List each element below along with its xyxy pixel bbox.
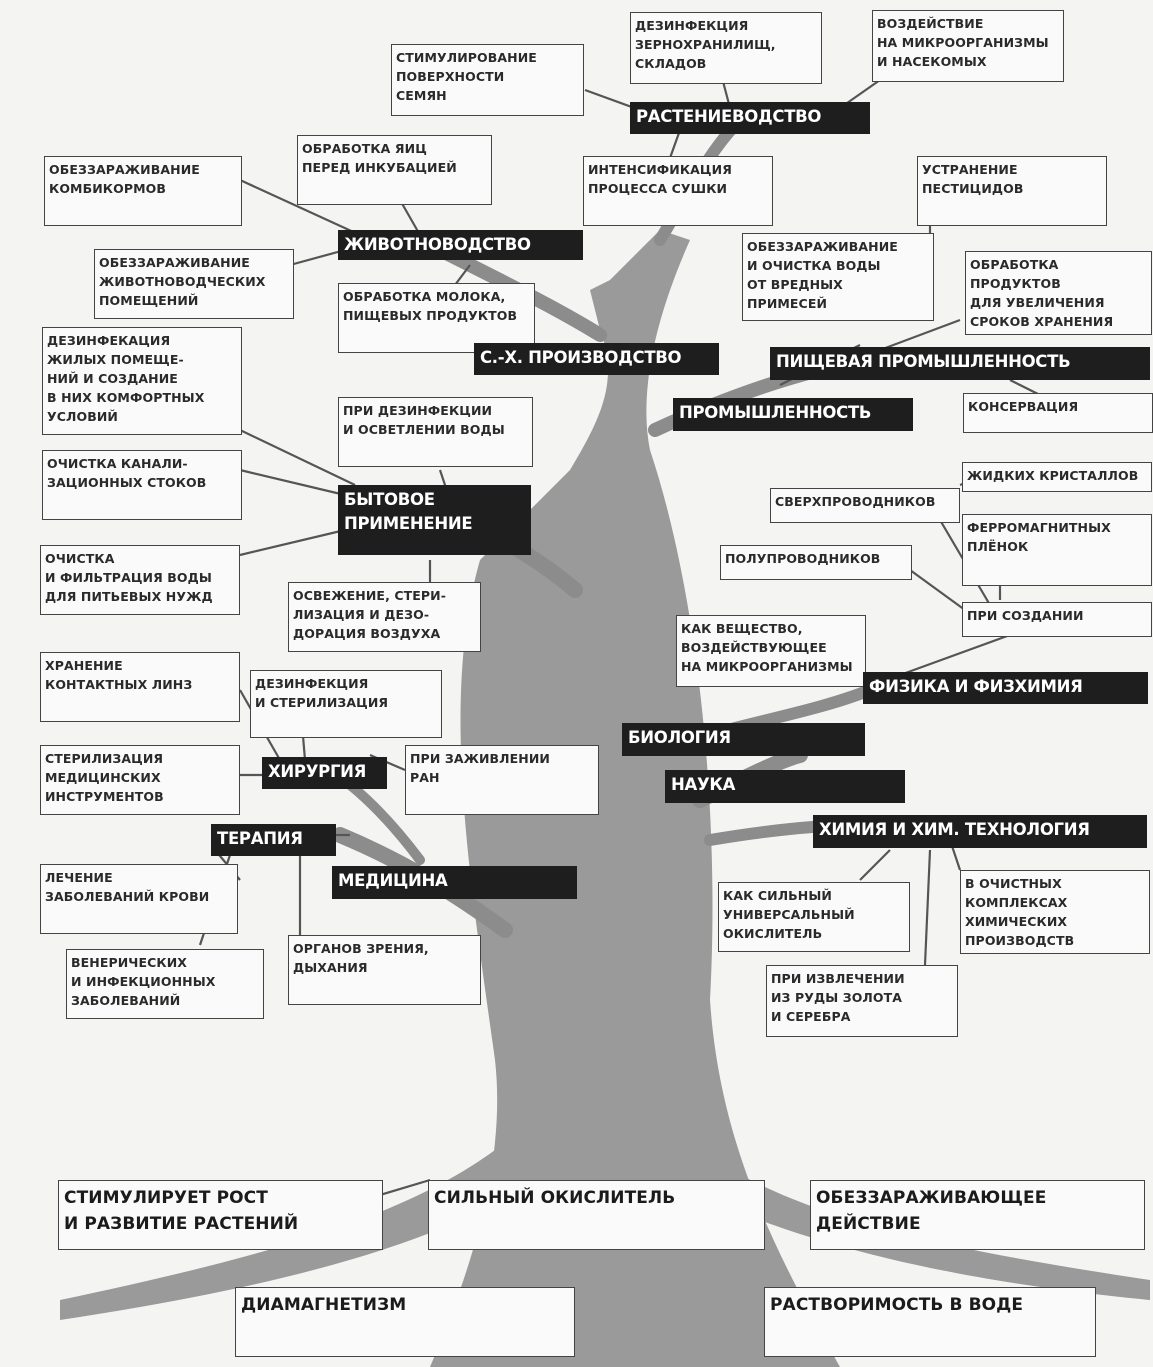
leaf-water-disinfection: ПРИ ДЕЗИНФЕКЦИИ И ОСВЕТЛЕНИИ ВОДЫ — [338, 397, 533, 467]
leaf-substance-microorganisms: КАК ВЕЩЕСТВО, ВОЗДЕЙСТВУЮЩЕЕ НА МИКРООРГ… — [676, 615, 866, 687]
tree-trunk — [430, 230, 840, 1367]
connector — [239, 179, 361, 236]
root-right — [690, 1150, 1150, 1300]
connector — [1009, 379, 1041, 396]
connector — [379, 1178, 431, 1197]
label-science: НАУКА — [665, 770, 905, 803]
connector — [289, 248, 346, 267]
root-diamagnetism: ДИАМАГНЕТИЗМ — [235, 1287, 575, 1357]
leaf-seed-surface: СТИМУЛИРОВАНИЕ ПОВЕРХНОСТИ СЕМЯН — [391, 44, 584, 116]
leaf-ferromagnetic: ФЕРРОМАГНИТНЫХ ПЛЁНОК — [962, 514, 1152, 586]
leaf-chemical-plants: В ОЧИСТНЫХ КОМПЛЕКСАХ ХИМИЧЕСКИХ ПРОИЗВО… — [960, 870, 1150, 954]
leaf-venereal: ВЕНЕРИЧЕСКИХ И ИНФЕКЦИОННЫХ ЗАБОЛЕВАНИЙ — [66, 949, 264, 1019]
leaf-creation: ПРИ СОЗДАНИИ — [962, 602, 1152, 637]
leaf-microorganisms-insects: ВОЗДЕЙСТВИЕ НА МИКРООРГАНИЗМЫ И НАСЕКОМЫ… — [872, 10, 1064, 82]
label-biology: БИОЛОГИЯ — [622, 723, 865, 756]
label-physics: ФИЗИКА И ФИЗХИМИЯ — [863, 672, 1148, 704]
root-disinfect: ОБЕЗЗАРАЖИВАЮЩЕЕ ДЕЙСТВИЕ — [810, 1180, 1145, 1250]
root-growth: СТИМУЛИРУЕТ РОСТ И РАЗВИТИЕ РАСТЕНИЙ — [58, 1180, 383, 1250]
leaf-contact-lenses: ХРАНЕНИЕ КОНТАКТНЫХ ЛИНЗ — [40, 652, 240, 722]
root-left — [60, 1150, 520, 1320]
leaf-canning: КОНСЕРВАЦИЯ — [963, 393, 1153, 433]
label-surgery: ХИРУРГИЯ — [262, 757, 387, 789]
label-agro-production: С.-Х. ПРОИЗВОДСТВО — [474, 343, 719, 375]
connector — [399, 199, 421, 236]
leaf-liquid-crystals: ЖИДКИХ КРИСТАЛЛОВ — [962, 462, 1152, 492]
leaf-granary: ДЕЗИНФЕКЦИЯ ЗЕРНОХРАНИЛИЩ, СКЛАДОВ — [630, 12, 822, 84]
root-solubility: РАСТВОРИМОСТЬ В ВОДЕ — [764, 1287, 1096, 1357]
root-oxidizer: СИЛЬНЫЙ ОКИСЛИТЕЛЬ — [428, 1180, 765, 1250]
label-food-industry: ПИЩЕВАЯ ПРОМЫШЛЕННОСТЬ — [770, 347, 1150, 380]
leaf-vision-breathing: ОРГАНОВ ЗРЕНИЯ, ДЫХАНИЯ — [288, 935, 481, 1005]
leaf-superconductors: СВЕРХПРОВОДНИКОВ — [770, 488, 960, 523]
label-crop: РАСТЕНИЕВОДСТВО — [630, 102, 870, 134]
leaf-water-purification: ОБЕЗЗАРАЖИВАНИЕ И ОЧИСТКА ВОДЫ ОТ ВРЕДНЫ… — [742, 233, 934, 321]
leaf-air: ОСВЕЖЕНИЕ, СТЕРИ- ЛИЗАЦИЯ И ДЕЗО- ДОРАЦИ… — [288, 582, 481, 652]
leaf-storage: ОБРАБОТКА ПРОДУКТОВ ДЛЯ УВЕЛИЧЕНИЯ СРОКО… — [965, 251, 1152, 335]
leaf-blood: ЛЕЧЕНИЕ ЗАБОЛЕВАНИЙ КРОВИ — [40, 864, 238, 934]
leaf-instruments: СТЕРИЛИЗАЦИЯ МЕДИЦИНСКИХ ИНСТРУМЕНТОВ — [40, 745, 240, 815]
leaf-drinking-water: ОЧИСТКА И ФИЛЬТРАЦИЯ ВОДЫ ДЛЯ ПИТЬЕВЫХ Н… — [40, 545, 240, 615]
leaf-gold-silver: ПРИ ИЗВЛЕЧЕНИИ ИЗ РУДЫ ЗОЛОТА И СЕРЕБРА — [766, 965, 958, 1037]
leaf-semiconductors: ПОЛУПРОВОДНИКОВ — [720, 545, 912, 580]
label-household: БЫТОВОЕ ПРИМЕНЕНИЕ — [338, 485, 531, 555]
leaf-sewage: ОЧИСТКА КАНАЛИ- ЗАЦИОННЫХ СТОКОВ — [42, 450, 242, 520]
leaf-eggs: ОБРАБОТКА ЯИЦ ПЕРЕД ИНКУБАЦИЕЙ — [297, 135, 492, 205]
connector — [899, 633, 1011, 677]
leaf-wounds: ПРИ ЗАЖИВЛЕНИИ РАН — [405, 745, 599, 815]
connector — [859, 849, 891, 881]
label-medicine: МЕДИЦИНА — [332, 866, 577, 899]
leaf-dwellings: ДЕЗИНФЕКАЦИЯ ЖИЛЫХ ПОМЕЩЕ- НИЙ И СОЗДАНИ… — [42, 327, 242, 435]
leaf-drying: ИНТЕНСИФИКАЦИЯ ПРОЦЕССА СУШКИ — [583, 156, 773, 226]
label-therapy: ТЕРАПИЯ — [211, 824, 336, 856]
connector — [909, 569, 966, 611]
leaf-pesticides: УСТРАНЕНИЕ ПЕСТИЦИДОВ — [917, 156, 1107, 226]
leaf-feed: ОБЕЗЗАРАЖИВАНИЕ КОМБИКОРМОВ — [44, 156, 242, 226]
label-chemistry: ХИМИЯ И ХИМ. ТЕХНОЛОГИЯ — [813, 815, 1147, 848]
connector — [668, 129, 682, 159]
connector — [923, 849, 932, 966]
connector — [239, 528, 346, 557]
connector — [239, 429, 356, 486]
connector — [454, 264, 471, 286]
leaf-sterilization: ДЕЗИНФЕКЦИЯ И СТЕРИЛИЗАЦИЯ — [250, 670, 442, 738]
leaf-universal-oxidizer: КАК СИЛЬНЫЙ УНИВЕРСАЛЬНЫЙ ОКИСЛИТЕЛЬ — [718, 882, 910, 952]
label-industry: ПРОМЫШЛЕННОСТЬ — [673, 398, 913, 431]
connector — [879, 318, 961, 352]
connector — [239, 468, 346, 497]
leaf-milk: ОБРАБОТКА МОЛОКА, ПИЩЕВЫХ ПРОДУКТОВ — [338, 283, 535, 353]
leaf-livestock-rooms: ОБЕЗЗАРАЖИВАНИЕ ЖИВОТНОВОДЧЕСКИХ ПОМЕЩЕН… — [94, 249, 294, 319]
label-livestock: ЖИВОТНОВОДСТВО — [338, 230, 583, 260]
